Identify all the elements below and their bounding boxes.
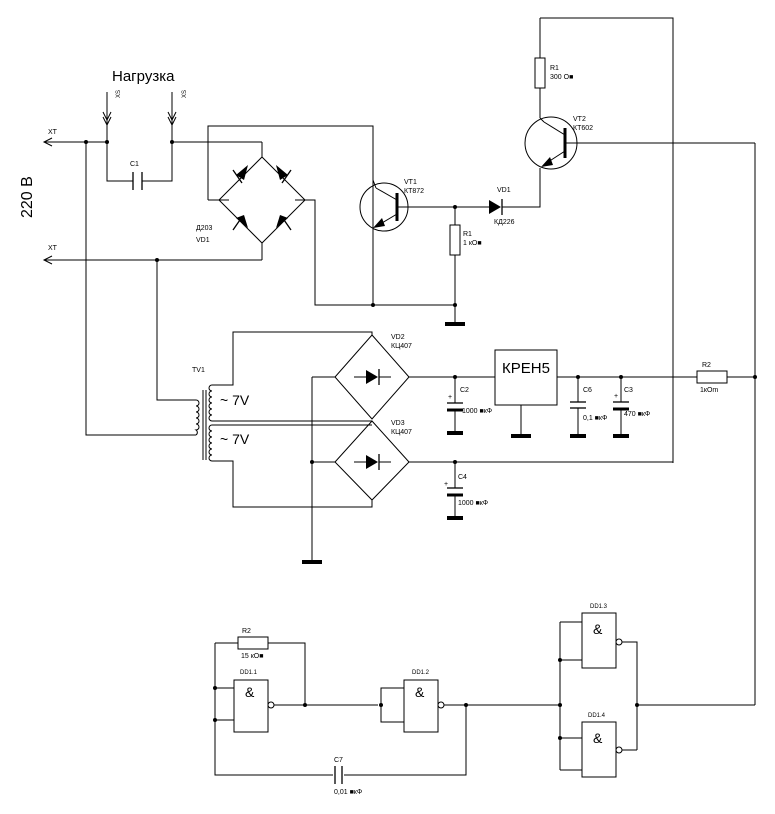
xt-bottom-label: XT — [48, 245, 58, 252]
resistor-r2-output: R2 1кОm — [696, 362, 757, 394]
gate-dd11 — [233, 679, 269, 733]
vd2-part-label: КЦ407 — [391, 343, 412, 350]
gate-dd12 — [403, 679, 439, 733]
c7-value: 0,01 ■кФ — [334, 789, 362, 796]
resistor-r1-base: R1 1 кО■ — [371, 205, 482, 326]
c2-value: 1000 ■кФ — [462, 408, 492, 415]
vt2-part-label: КТ602 — [573, 125, 593, 132]
dd11-label: DD1.1 — [240, 670, 258, 676]
capacitor-c3: + C3 470 ■кФ — [613, 375, 650, 438]
svg-text:+: + — [614, 393, 618, 400]
vt1-part-label: КТ872 — [404, 188, 424, 195]
svg-text:+: + — [444, 481, 448, 488]
c6-value: 0,1 ■кФ — [583, 415, 607, 422]
svg-text:+: + — [448, 394, 452, 401]
c3-value: 470 ■кФ — [624, 411, 650, 418]
transistor-vt1: VT1 КТ872 — [359, 179, 489, 232]
svg-text:&: & — [415, 684, 425, 700]
c6-label: C6 — [583, 387, 592, 394]
transformer-tv1: TV1 ~ 7V ~ 7V — [85, 142, 373, 508]
c4-value: 1000 ■кФ — [458, 500, 488, 507]
svg-text:&: & — [593, 730, 603, 746]
r2-osc-label: R2 — [242, 628, 251, 635]
vd1-diode-label: VD1 — [497, 187, 511, 194]
tv1-label: TV1 — [192, 367, 205, 374]
vd3-label: VD3 — [391, 420, 405, 427]
r1-base-value: 1 кО■ — [463, 240, 482, 247]
voltage-regulator: КРЕН5 — [494, 349, 697, 438]
mains-section: XT XT 220 В Нагрузка XS XS C1 — [19, 68, 455, 306]
c2-label: C2 — [460, 387, 469, 394]
c4-label: C4 — [458, 474, 467, 481]
transistor-vt2: R1 300 О■ VT2 КТ602 — [524, 17, 756, 705]
regulator-label: КРЕН5 — [502, 360, 550, 377]
c3-label: C3 — [624, 387, 633, 394]
dd13-label: DD1.3 — [590, 604, 608, 610]
oscillator-section: R2 15 кО■ & DD1.1 & DD1.2 C7 0,01 ■кФ — [213, 604, 755, 796]
dd14-label: DD1.4 — [588, 713, 606, 719]
r1-top-label: R1 — [550, 65, 559, 72]
c7-label: C7 — [334, 757, 343, 764]
diode-bridge-vd1: Д203 VD1 — [196, 156, 306, 244]
vt1-label: VT1 — [404, 179, 417, 186]
vt2-label: VT2 — [573, 116, 586, 123]
xt-top-label: XT — [48, 129, 58, 136]
r2-osc-value: 15 кО■ — [241, 653, 263, 660]
secondary-2-label: ~ 7V — [220, 431, 250, 447]
r1-base-label: R1 — [463, 231, 472, 238]
r2-output-value: 1кОm — [700, 387, 718, 394]
diode-bridge-vd2: VD2 КЦ407 — [312, 334, 495, 420]
capacitor-c2: + C2 1000 ■кФ — [447, 375, 492, 435]
vd3-part-label: КЦ407 — [391, 429, 412, 436]
c1-label: C1 — [130, 161, 139, 168]
vd1-diode-part: КД226 — [494, 219, 515, 226]
vd2-label: VD2 — [391, 334, 405, 341]
secondary-1-label: ~ 7V — [220, 392, 250, 408]
bridge-part-label: Д203 — [196, 225, 213, 232]
r2-output-label: R2 — [702, 362, 711, 369]
diode-vd1: VD1 КД226 — [489, 168, 541, 226]
r1-top-value: 300 О■ — [550, 74, 573, 81]
mains-voltage-label: 220 В — [19, 176, 36, 218]
xs-left-label: XS — [116, 90, 122, 98]
svg-text:&: & — [593, 621, 603, 637]
svg-text:&: & — [245, 684, 255, 700]
diode-bridge-vd3: VD3 КЦ407 — [302, 377, 673, 564]
bridge-vd1-label: VD1 — [196, 237, 210, 244]
capacitor-c4: + C4 1000 ■кФ — [444, 460, 488, 520]
capacitor-c6: C6 0,1 ■кФ — [570, 375, 607, 438]
xs-right-label: XS — [182, 90, 188, 98]
dd12-label: DD1.2 — [412, 670, 430, 676]
load-label: Нагрузка — [112, 68, 175, 85]
